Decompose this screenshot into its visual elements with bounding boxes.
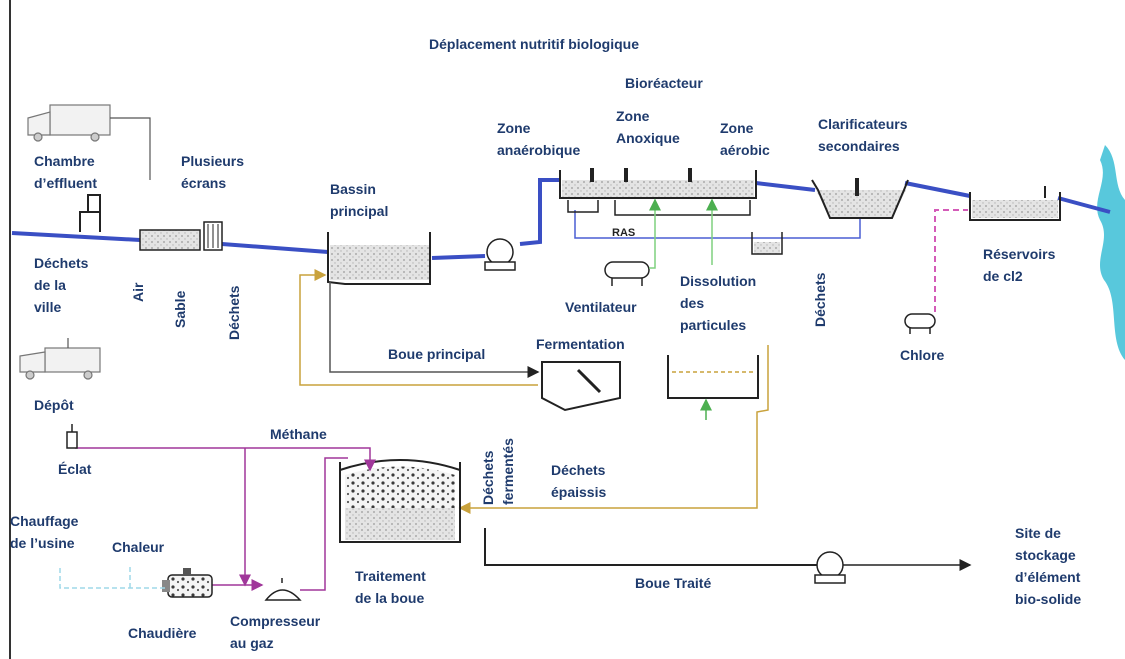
- diagram-title: Déplacement nutritif biologique: [429, 36, 640, 52]
- methane-lines: [75, 447, 376, 591]
- label-main-basin: Bassin principal: [330, 181, 389, 219]
- label-anoxic-zone: Zone Anoxique: [616, 108, 680, 146]
- label-gas-compressor: Compresseur au gaz: [230, 613, 321, 651]
- ras-return-line: [574, 210, 861, 239]
- label-primary-sludge: Boue principal: [388, 346, 486, 362]
- sludge-recycle-lines: [299, 269, 769, 514]
- main-flow-pipes: [11, 178, 1111, 260]
- label-clarifier-waste: Déchets: [812, 272, 828, 327]
- label-boiler: Chaudière: [128, 625, 197, 641]
- label-effluent-chamber: Chambre d’effluent: [34, 153, 97, 191]
- ventilator: [604, 261, 650, 286]
- sludge-digester: [339, 459, 461, 543]
- effluent-truck-icon: [27, 104, 151, 180]
- label-aerobic-zone: Zone aérobic: [720, 120, 770, 158]
- label-chlorine: Chlore: [900, 347, 945, 363]
- label-treated-sludge: Boue Traité: [635, 575, 712, 591]
- label-sludge-treatment: Traitement de la boue: [355, 568, 426, 606]
- label-fermentation: Fermentation: [536, 336, 625, 352]
- label-screens: Plusieurs écrans: [181, 153, 245, 191]
- label-heat: Chaleur: [112, 539, 165, 555]
- waste-truck-icon: [19, 338, 101, 380]
- label-sand: Sable: [172, 290, 188, 328]
- air-lines: [649, 198, 718, 269]
- gas-compressor: [264, 578, 302, 601]
- label-biosolid-storage: Site de stockage d’élément bio-solide: [1015, 525, 1082, 607]
- chlorine-tank: [904, 313, 936, 334]
- cl2-tanks: [969, 186, 1061, 221]
- label-anaerobic-zone: Zone anaérobique: [497, 120, 581, 158]
- pump-1: [484, 238, 516, 271]
- label-flare: Éclat: [58, 461, 92, 477]
- flare-stack: [66, 424, 78, 449]
- primary-basin: [327, 232, 431, 285]
- bioreactor: [559, 168, 757, 216]
- heat-lines: [59, 565, 165, 589]
- label-secondary-clarifiers: Clarificateurs secondaires: [818, 116, 908, 154]
- primary-sludge-line: [329, 282, 540, 378]
- label-cl2-tanks: Réservoirs de cl2: [983, 246, 1056, 284]
- screens-unit: [139, 221, 223, 251]
- label-city-waste: Déchets de la ville: [34, 255, 89, 315]
- label-ras: RAS: [612, 227, 636, 239]
- label-screen-waste: Déchets: [226, 285, 242, 340]
- label-bioreactor: Bioréacteur: [625, 75, 703, 91]
- effluent-chamber: [79, 194, 101, 232]
- label-thickened-waste: Déchets épaissis: [551, 462, 607, 500]
- treated-sludge-line: [484, 528, 820, 566]
- secondary-clarifier: [811, 178, 909, 219]
- river: [1097, 145, 1125, 360]
- label-ventilator: Ventilateur: [565, 299, 637, 315]
- ras-well: [751, 232, 783, 255]
- boiler: [162, 568, 213, 598]
- chlorine-line: [934, 209, 968, 312]
- pump-2: [814, 551, 846, 584]
- fermentation-tank: [541, 361, 621, 412]
- dissolution-tank: [667, 355, 759, 420]
- label-plant-heating: Chauffage de l’usine: [10, 513, 79, 551]
- label-fermented-waste: Déchets fermentés: [480, 438, 516, 505]
- label-deposit: Dépôt: [34, 397, 74, 413]
- label-methane: Méthane: [270, 426, 327, 442]
- label-particle-dissolution: Dissolution des particules: [680, 273, 757, 333]
- label-air: Air: [130, 282, 146, 302]
